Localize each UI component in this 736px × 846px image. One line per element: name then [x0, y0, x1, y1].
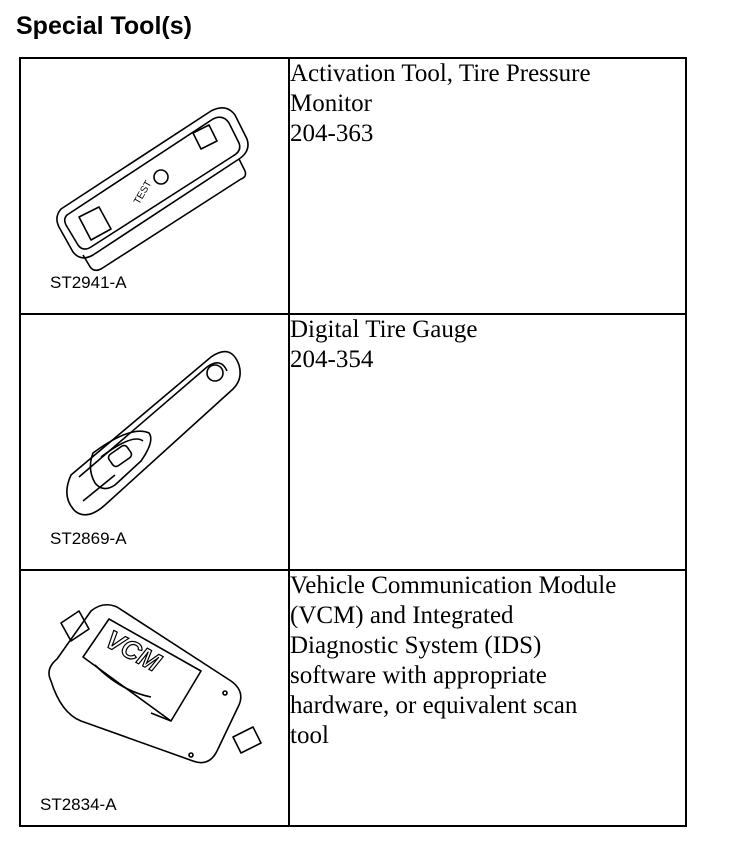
tool-row-activation-tool: TEST ST2941-A Activation Tool, Tire Pres…: [19, 57, 687, 315]
figure-code: ST2834-A: [40, 795, 117, 814]
page-title: Special Tool(s): [16, 12, 192, 40]
vcm-module-drawing: VCM: [48, 603, 262, 764]
tool-name-line-1: Vehicle Communication Module: [290, 572, 617, 599]
tool-name-line-3: Diagnostic System (IDS): [290, 632, 542, 659]
tool-name-line-6: tool: [290, 722, 329, 749]
tool-row-vcm: VCM ST2834-A Vehicle Communication Modul…: [19, 569, 687, 827]
test-label: TEST: [132, 179, 154, 207]
tire-gauge-drawing: [66, 350, 241, 516]
figure-code: ST2941-A: [50, 273, 127, 292]
tool-illustration-cell: TEST ST2941-A: [19, 57, 290, 315]
tool-number: 204-354: [290, 346, 374, 373]
tool-name-line-1: Activation Tool, Tire Pressure: [290, 60, 591, 87]
tool-description-cell: Vehicle Communication Module (VCM) and I…: [288, 569, 687, 827]
figure-code: ST2869-A: [50, 529, 127, 548]
tool-name-line-1: Digital Tire Gauge: [290, 316, 478, 343]
tool-description-cell: Digital Tire Gauge 204-354: [288, 313, 687, 571]
activation-tool-drawing: TEST: [56, 107, 249, 272]
tool-name-line-2: (VCM) and Integrated: [290, 602, 514, 629]
tool-name-line-5: hardware, or equivalent scan: [290, 692, 578, 719]
tool-illustration-cell: VCM ST2834-A: [19, 569, 290, 827]
tool-number: 204-363: [290, 120, 374, 147]
tool-name-line-2: Monitor: [290, 90, 372, 117]
tool-description-cell: Activation Tool, Tire Pressure Monitor 2…: [288, 57, 687, 315]
tool-row-digital-tire-gauge: ST2869-A Digital Tire Gauge 204-354: [19, 313, 687, 571]
tool-name-line-4: software with appropriate: [290, 662, 547, 689]
tool-illustration-cell: ST2869-A: [19, 313, 290, 571]
special-tools-table: TEST ST2941-A Activation Tool, Tire Pres…: [19, 57, 687, 827]
